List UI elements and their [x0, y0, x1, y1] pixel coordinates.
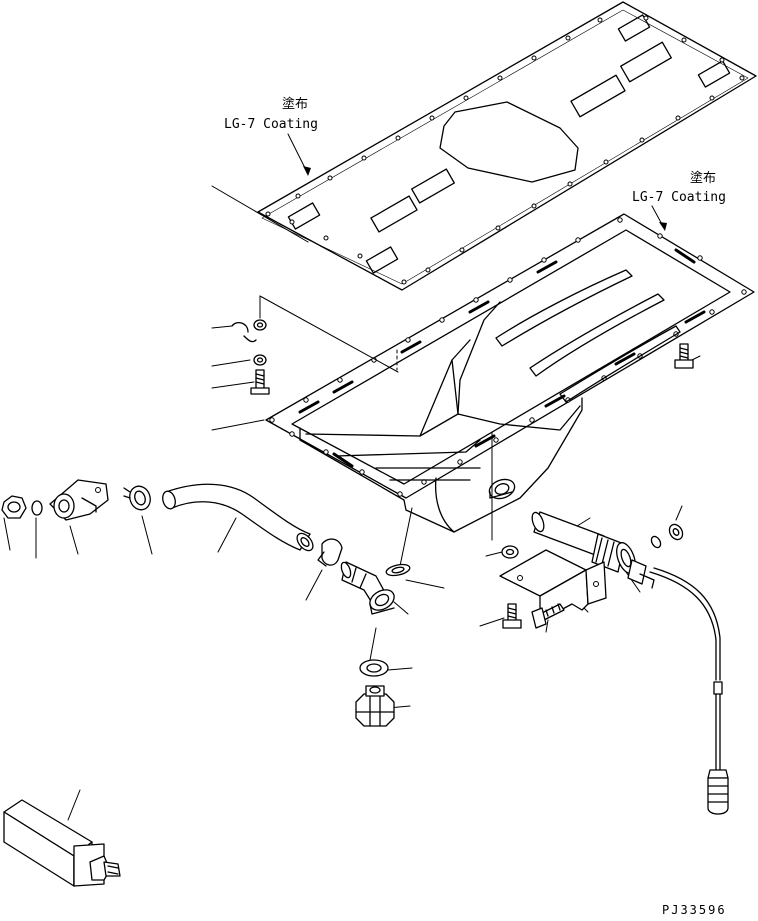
drain-tool-icon — [3, 799, 121, 887]
drain-valve-elbow-icon — [49, 479, 109, 521]
coating-kanji: 塗布 — [282, 96, 308, 112]
coating-annotation-gasket: 塗布 LG-7 Coating — [224, 96, 318, 176]
gasket-bolt-holes — [265, 15, 745, 285]
o-ring-icon — [231, 321, 257, 343]
sensor-cable-icon — [649, 567, 723, 771]
bolt-icon — [674, 343, 694, 369]
bolt-icon — [531, 603, 565, 629]
coating-kanji: 塗布 — [690, 170, 716, 186]
leader-lines — [3, 185, 701, 821]
washer-icon — [253, 354, 267, 366]
oil-pan-gasket — [257, 1, 757, 291]
oil-pan — [265, 213, 755, 533]
coating-label: LG-7 Coating — [632, 190, 726, 205]
o-ring-icon — [31, 500, 43, 516]
o-ring-icon — [650, 535, 662, 549]
coating-annotation-pan: 塗布 LG-7 Coating — [632, 170, 726, 231]
drain-plug-icon — [1, 495, 27, 519]
cable-connector-icon — [707, 769, 729, 815]
washer-icon — [501, 545, 519, 559]
gasket-washer-icon — [385, 563, 411, 577]
drain-valve-pipe-icon — [340, 561, 395, 615]
drain-plug-icon — [355, 685, 395, 727]
oil-level-sensor-icon — [531, 511, 655, 589]
washer-icon — [253, 319, 267, 331]
drain-hose-icon — [162, 483, 314, 552]
bolt-icon — [502, 603, 522, 629]
washer-icon — [359, 659, 389, 677]
gasket-slots — [287, 14, 731, 274]
hose-clamp-icon — [123, 485, 151, 511]
drawing-number: PJ33596 — [662, 903, 727, 916]
hose-clamp-icon — [317, 538, 343, 567]
washer-icon — [668, 523, 684, 541]
coating-label: LG-7 Coating — [224, 117, 318, 132]
bolt-icon — [250, 369, 270, 395]
